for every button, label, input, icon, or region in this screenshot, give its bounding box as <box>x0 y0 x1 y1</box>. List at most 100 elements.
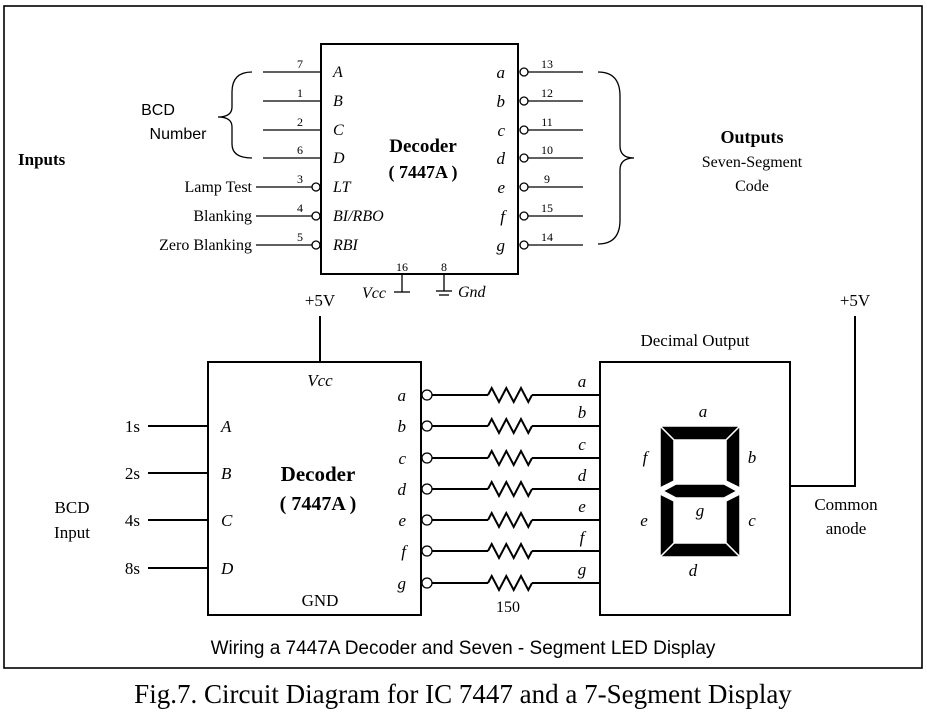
segment-f <box>659 424 675 490</box>
top-decoder-box <box>320 43 519 275</box>
bottom-decoder-box <box>207 361 422 616</box>
outputs-brace <box>597 71 635 245</box>
diagram-subtitle: Wiring a 7447A Decoder and Seven - Segme… <box>211 638 716 659</box>
output-bubble <box>421 452 433 464</box>
top-input-pin-number: 4 <box>297 201 303 215</box>
top-input-pin-number: 3 <box>297 172 303 186</box>
seven-segment-display <box>599 361 791 616</box>
top-input-pin-name: C <box>333 122 344 139</box>
top-input-pin-name: LT <box>332 179 352 196</box>
wire-segment-label: a <box>578 372 587 391</box>
output-bubble <box>421 577 433 589</box>
wire-segment-label: f <box>580 528 587 547</box>
top-input-pin-number: 6 <box>297 143 303 157</box>
top-output-pin-number: 13 <box>541 57 553 71</box>
output-bubble <box>519 211 529 221</box>
common-anode-wire <box>790 316 856 487</box>
output-bubble <box>421 545 433 557</box>
segment-b <box>725 424 741 490</box>
bottom-vcc-label: Vcc <box>307 371 333 390</box>
top-input-label: Zero Blanking <box>159 237 252 254</box>
decoder-output-name: g <box>398 574 407 593</box>
top-decoder-part: ( 7447A ) <box>389 162 458 183</box>
bcd-brace <box>217 71 253 159</box>
top-decoder-title: Decoder <box>389 136 457 157</box>
decoder-output-name: a <box>398 386 407 405</box>
gnd-pin-number: 8 <box>441 260 447 274</box>
segment-label: a <box>699 402 708 421</box>
resistor <box>487 385 533 405</box>
top-output-pin-number: 15 <box>541 201 553 215</box>
resistor <box>487 510 533 530</box>
supply-right-label: +5V <box>840 291 871 310</box>
bcd-input-name: B <box>221 464 232 483</box>
bottom-decoder-part: ( 7447A ) <box>280 493 357 515</box>
top-input-label: Lamp Test <box>185 179 253 196</box>
output-bubble <box>421 389 433 401</box>
bottom-decoder-title: Decoder <box>281 462 356 486</box>
top-output-pin-number: 12 <box>541 86 553 100</box>
top-output-pin-number: 9 <box>544 172 550 186</box>
inputs-label: Inputs <box>18 150 66 169</box>
segment-label: b <box>748 448 757 467</box>
top-input-pin-name: D <box>332 150 345 167</box>
segment-label: e <box>640 511 648 530</box>
wire-segment-label: g <box>578 560 587 579</box>
top-input-pin-name: RBI <box>332 237 359 254</box>
resistor <box>487 573 533 593</box>
bcd-input-name: D <box>220 559 234 578</box>
decoder-output-name: c <box>398 449 406 468</box>
output-bubble <box>421 483 433 495</box>
top-output-pin-number: 14 <box>541 230 553 244</box>
bcd-input-name: A <box>220 417 232 436</box>
inverter-bubble <box>311 211 321 221</box>
inverter-bubble <box>311 240 321 250</box>
wire-segment-label: d <box>578 466 587 485</box>
inverter-bubble <box>311 182 321 192</box>
vcc-pin-number: 16 <box>396 260 408 274</box>
top-input-pin-name: B <box>333 93 343 110</box>
common-label: Common <box>814 495 878 514</box>
bcd-input-name: C <box>221 511 233 530</box>
supply-left-label: +5V <box>305 291 336 310</box>
figure-caption: Fig.7. Circuit Diagram for IC 7447 and a… <box>134 679 792 709</box>
top-bcd-label-2: Number <box>150 126 208 143</box>
output-bubble <box>519 125 529 135</box>
top-input-pin-number: 7 <box>297 57 303 71</box>
decoder-output-name: d <box>398 480 407 499</box>
segment-e <box>659 492 675 559</box>
top-output-pin-name: d <box>497 149 506 168</box>
bcd-input-value: 4s <box>125 511 140 530</box>
decoder-output-name: e <box>398 511 406 530</box>
top-input-label: Blanking <box>193 208 252 225</box>
top-bcd-label: BCD <box>141 102 175 119</box>
top-output-pin-name: g <box>497 236 506 255</box>
resistor <box>487 479 533 499</box>
bottom-bcd-label: BCD <box>55 498 90 517</box>
output-bubble <box>421 420 433 432</box>
outputs-subtitle: Seven-Segment <box>702 154 803 171</box>
output-bubble <box>519 153 529 163</box>
top-output-pin-name: c <box>497 121 505 140</box>
anode-label: anode <box>826 519 867 538</box>
resistor <box>487 448 533 468</box>
top-input-pin-name: A <box>332 64 343 81</box>
wire-segment-label: e <box>578 497 586 516</box>
output-bubble <box>421 514 433 526</box>
output-bubble <box>519 240 529 250</box>
top-output-pin-name: f <box>500 207 507 226</box>
top-output-pin-number: 10 <box>541 143 553 157</box>
outputs-title: Outputs <box>720 127 783 147</box>
output-bubble <box>519 67 529 77</box>
wire-segment-label: b <box>578 403 587 422</box>
decoder-output-name: b <box>398 417 407 436</box>
bottom-bcd-label-2: Input <box>54 523 90 542</box>
top-input-pin-number: 1 <box>297 86 303 100</box>
bcd-input-value: 8s <box>125 559 140 578</box>
top-output-pin-number: 11 <box>541 115 553 129</box>
output-bubble <box>519 182 529 192</box>
resistor <box>487 416 533 436</box>
